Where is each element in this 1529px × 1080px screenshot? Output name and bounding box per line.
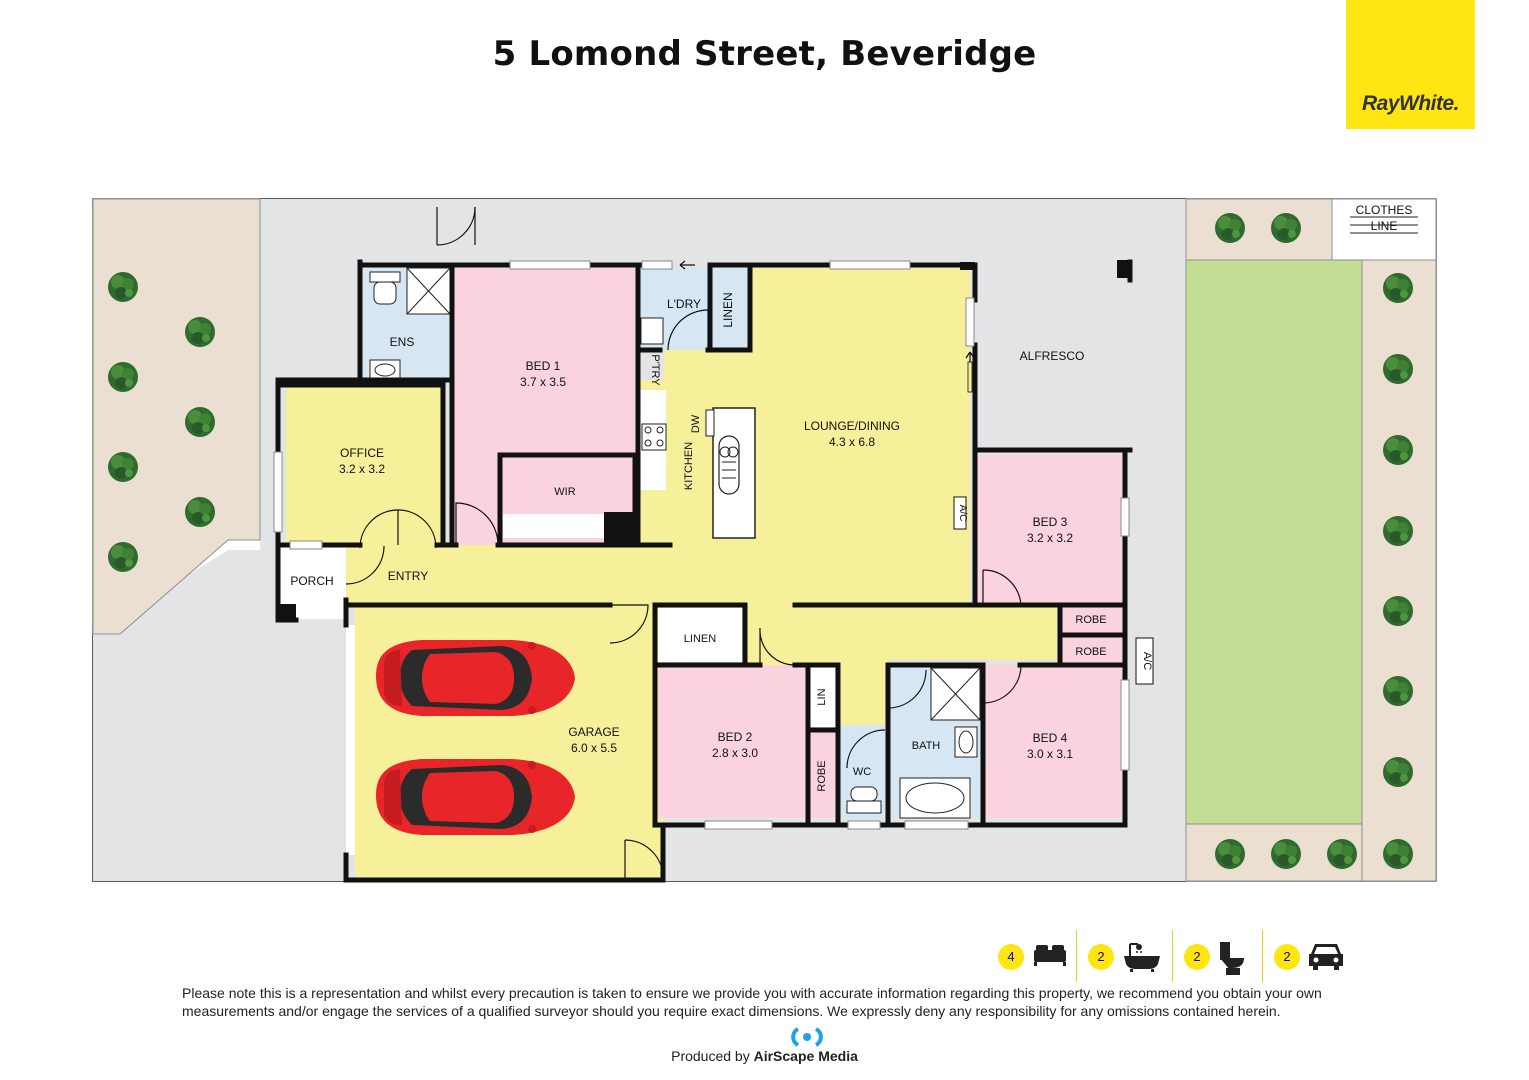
label-garage-dim: 6.0 x 5.5 (571, 741, 617, 755)
label-robe-1: ROBE (1075, 614, 1106, 626)
label-linen-mid: LINEN (684, 633, 716, 645)
bath-icon (1124, 943, 1160, 972)
label-bed4-dim: 3.0 x 3.1 (1027, 747, 1073, 761)
label-robe-2: ROBE (1075, 646, 1106, 658)
label-robe-3: ROBE (816, 760, 828, 791)
logo-text: RayWhite. (1361, 92, 1460, 115)
label-bed3-dim: 3.2 x 3.2 (1027, 531, 1073, 545)
producer-name: AirScape Media (753, 1048, 858, 1064)
label-linen-top: LINEN (721, 292, 735, 327)
label-clothes-line-2: LINE (1371, 219, 1398, 233)
label-porch: PORCH (290, 574, 333, 588)
label-kitchen: KITCHEN (683, 442, 695, 490)
label-office: OFFICE (340, 446, 384, 460)
label-lounge: LOUNGE/DINING (804, 419, 900, 433)
label-lounge-dim: 4.3 x 6.8 (829, 435, 875, 449)
stat-bathrooms-count: 2 (1088, 944, 1114, 970)
page-title: 5 Lomond Street, Beveridge (492, 34, 1037, 74)
label-bed1: BED 1 (526, 359, 561, 373)
label-bed1-dim: 3.7 x 3.5 (520, 375, 566, 389)
label-lin: LIN (816, 688, 828, 705)
ray-white-logo: RayWhite. (1346, 0, 1475, 129)
label-bed4: BED 4 (1033, 731, 1068, 745)
label-ens: ENS (390, 335, 415, 349)
stat-car-spaces-count: 2 (1274, 944, 1300, 970)
stat-toilets-count: 2 (1184, 944, 1210, 970)
label-wir: WIR (554, 486, 575, 498)
car-icon (1309, 944, 1343, 970)
produced-by: Produced by AirScape Media (0, 1048, 1529, 1064)
label-bed3: BED 3 (1033, 515, 1068, 529)
label-ldry: L'DRY (667, 297, 701, 311)
label-clothes-line-1: CLOTHES (1356, 203, 1413, 217)
disclaimer-text: Please note this is a representation and… (182, 985, 1322, 1019)
stat-bedrooms-count: 4 (998, 944, 1024, 970)
bed-icon (1034, 945, 1066, 966)
label-ptry: P'TRY (649, 354, 661, 386)
label-ac-2: A/C (1141, 652, 1153, 670)
label-office-dim: 3.2 x 3.2 (339, 462, 385, 476)
toilet-icon (1220, 942, 1244, 975)
airscape-logo-icon (791, 1027, 823, 1047)
label-wc: WC (853, 766, 871, 778)
label-garage: GARAGE (568, 725, 619, 739)
label-alfresco: ALFRESCO (1020, 349, 1085, 363)
label-bath: BATH (912, 740, 941, 752)
produced-by-label: Produced by (671, 1048, 750, 1064)
label-ac-1: A/C (957, 505, 968, 522)
label-bed2-dim: 2.8 x 3.0 (712, 746, 758, 760)
label-bed2: BED 2 (718, 730, 753, 744)
label-entry: ENTRY (388, 569, 428, 583)
label-dw: DW (690, 414, 702, 433)
